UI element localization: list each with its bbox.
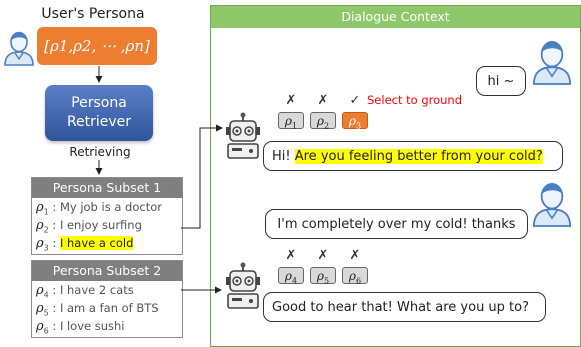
persona-subset-1: Persona Subset 1 ρ1 : My job is a doctor… bbox=[31, 177, 183, 255]
user-icon bbox=[532, 41, 572, 85]
persona-chip: ρ4 bbox=[278, 267, 304, 286]
persona-chip: ρ5 bbox=[310, 267, 336, 286]
persona-index: 3 bbox=[43, 243, 49, 253]
dialogue-context-title: Dialogue Context bbox=[211, 6, 580, 28]
persona-index: 5 bbox=[323, 276, 330, 286]
retriever-label-line1: Persona bbox=[71, 95, 127, 111]
persona-index: 1 bbox=[291, 121, 298, 131]
bot-message-1: Hi! Are you feeling better from your col… bbox=[263, 141, 563, 171]
persona-row: ρ1 : My job is a doctor bbox=[36, 200, 162, 217]
persona-row: ρ5 : I am a fan of BTS bbox=[36, 301, 159, 318]
retrieving-label: Retrieving bbox=[69, 145, 131, 159]
persona-symbol: ρ bbox=[36, 301, 44, 316]
persona-symbol: ρ bbox=[36, 218, 44, 233]
retriever-label-line2: Retriever bbox=[66, 114, 132, 130]
persona-text: I have 2 cats bbox=[59, 283, 134, 297]
bot-message-1-prefix: Hi! bbox=[272, 148, 295, 164]
bot-message-1-grounded-text: Are you feeling better from your cold? bbox=[294, 148, 543, 164]
persona-symbol: ρ bbox=[316, 114, 324, 128]
arrow-icon bbox=[181, 124, 223, 229]
persona-row: ρ3 : I have a cold bbox=[36, 236, 134, 253]
persona-symbol: ρ bbox=[348, 269, 356, 283]
persona-index: 4 bbox=[43, 290, 49, 300]
persona-row: ρ4 : I have 2 cats bbox=[36, 283, 134, 300]
persona-index: 1 bbox=[43, 207, 49, 217]
robot-icon bbox=[226, 112, 260, 159]
cross-icon: ✗ bbox=[317, 93, 329, 108]
flow-arrows bbox=[95, 66, 223, 294]
cross-icon: ✗ bbox=[349, 248, 361, 263]
user-persona-title: User's Persona bbox=[41, 6, 145, 22]
persona-index: 3 bbox=[355, 121, 362, 131]
persona-text: I love sushi bbox=[59, 319, 125, 333]
user-message-1: hi ~ bbox=[476, 66, 526, 96]
persona-symbol: ρ bbox=[36, 319, 44, 334]
bot-message-2: Good to hear that! What are you up to? bbox=[263, 292, 546, 322]
persona-retriever-block: Persona Retriever bbox=[45, 85, 153, 141]
persona-index: 6 bbox=[355, 276, 362, 286]
persona-symbol: ρ bbox=[36, 283, 44, 298]
persona-chip: ρ6 bbox=[342, 267, 368, 286]
subset-2-title: Persona Subset 2 bbox=[32, 261, 182, 281]
persona-index: 6 bbox=[43, 326, 49, 336]
robot-icon bbox=[226, 262, 260, 309]
persona-symbol: ρ bbox=[348, 114, 356, 128]
persona-text: I enjoy surfing bbox=[59, 218, 142, 232]
persona-symbol: ρ bbox=[36, 200, 44, 215]
persona-row: ρ2 : I enjoy surfing bbox=[36, 218, 142, 235]
user-icon bbox=[532, 183, 572, 227]
cross-icon: ✗ bbox=[285, 248, 297, 263]
persona-text: My job is a doctor bbox=[59, 200, 162, 214]
persona-symbol: ρ bbox=[284, 269, 292, 283]
persona-chip: ρ1 bbox=[278, 112, 304, 131]
persona-text: I am a fan of BTS bbox=[59, 301, 159, 315]
persona-row: ρ6 : I love sushi bbox=[36, 319, 125, 336]
persona-symbol: ρ bbox=[36, 236, 44, 251]
persona-index: 4 bbox=[291, 276, 298, 286]
persona-symbol: ρ bbox=[316, 269, 324, 283]
persona-index: 2 bbox=[323, 121, 330, 131]
persona-chip: ρ2 bbox=[310, 112, 336, 131]
select-to-ground-note: Select to ground bbox=[367, 93, 463, 107]
user-icon bbox=[4, 31, 34, 66]
cross-icon: ✗ bbox=[285, 93, 297, 108]
persona-set-box: [ρ1,ρ2, ⋯ ,ρn] bbox=[37, 27, 157, 65]
user-message-2: I'm completely over my cold! thanks bbox=[265, 209, 528, 239]
persona-index: 5 bbox=[43, 308, 49, 318]
check-icon: ✓ bbox=[349, 93, 361, 108]
cross-icon: ✗ bbox=[317, 248, 329, 263]
subset-1-title: Persona Subset 1 bbox=[32, 178, 182, 198]
persona-symbol: ρ bbox=[284, 114, 292, 128]
persona-index: 2 bbox=[43, 225, 49, 235]
persona-text: I have a cold bbox=[59, 236, 134, 250]
persona-chip: ρ3 bbox=[342, 112, 368, 131]
